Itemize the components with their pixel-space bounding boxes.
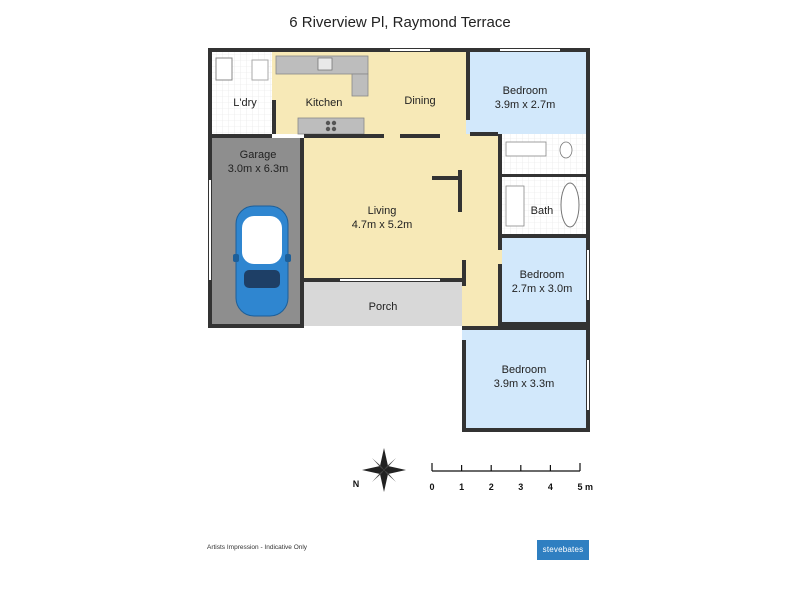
bedroom3-label: Bedroom	[502, 364, 547, 376]
dining-label: Dining	[404, 95, 435, 107]
compass-icon	[362, 448, 406, 492]
kitchen-label: Kitchen	[306, 97, 343, 109]
bedroom2-floor	[502, 238, 586, 322]
bedroom2-size: 2.7m x 3.0m	[512, 283, 573, 295]
bedroom3-size: 3.9m x 3.3m	[494, 378, 555, 390]
ensuite-toilet	[559, 141, 573, 159]
scale-tick-1: 1	[459, 482, 464, 492]
scale-tick-3: 3	[518, 482, 523, 492]
hall-floor	[462, 134, 502, 330]
garage-label: Garage	[240, 149, 277, 161]
windows	[209, 49, 589, 410]
scale-tick-4: 4	[548, 482, 553, 492]
bedroom1-label: Bedroom	[503, 85, 548, 97]
scale-tick-0: 0	[429, 482, 434, 492]
bathtub	[560, 182, 580, 228]
bedroom3-floor	[462, 330, 586, 428]
agency-logo: stevebates	[537, 540, 589, 560]
scale-unit: m	[585, 482, 593, 492]
plan-title: 6 Riverview Pl, Raymond Terrace	[289, 14, 511, 31]
scale-tick-2: 2	[489, 482, 494, 492]
living-floor	[304, 134, 466, 278]
bedroom1-size: 3.9m x 2.7m	[495, 99, 556, 111]
car-illustration	[233, 205, 291, 317]
scale-bar	[431, 463, 581, 472]
laundry-tub	[215, 57, 233, 81]
porch-label: Porch	[369, 301, 398, 313]
living-label: Living	[368, 205, 397, 217]
porch-floor	[304, 282, 462, 326]
kitchen-bench-side	[351, 73, 369, 97]
bedroom1-floor	[466, 52, 586, 134]
living-size: 4.7m x 5.2m	[352, 219, 413, 231]
bedroom2-label: Bedroom	[520, 269, 565, 281]
disclaimer-text: Artists Impression - Indicative Only	[207, 544, 308, 551]
laundry-bench	[251, 59, 269, 81]
bath-label: Bath	[531, 205, 554, 217]
cooktop	[325, 120, 337, 132]
kitchen-island	[297, 117, 365, 135]
scale-tick-5: 5	[577, 482, 582, 492]
garage-size: 3.0m x 6.3m	[228, 163, 289, 175]
compass-north-label: N	[353, 479, 360, 489]
kitchen-sink	[317, 57, 333, 71]
laundry-label: L'dry	[233, 97, 257, 109]
bath-vanity	[505, 185, 525, 227]
ensuite-vanity	[505, 141, 547, 157]
